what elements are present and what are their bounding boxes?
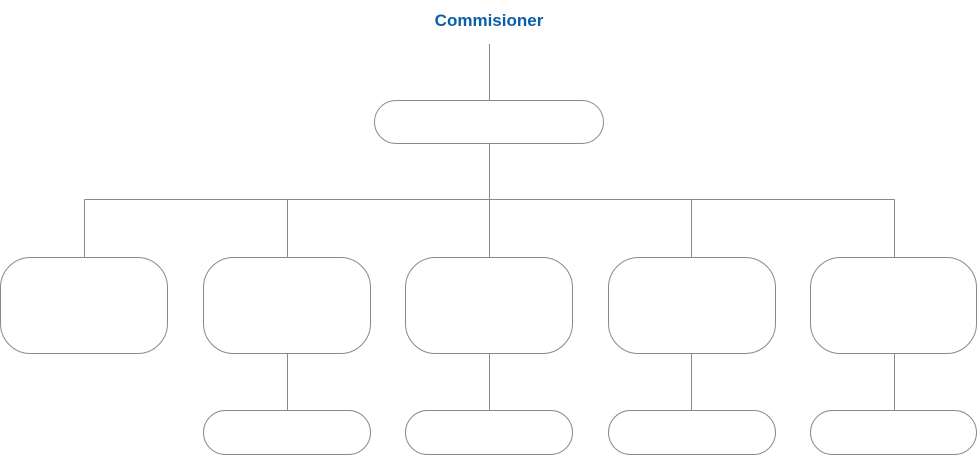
node-division-2[interactable] — [203, 257, 371, 354]
node-division-5[interactable] — [810, 257, 977, 354]
node-deputy[interactable] — [374, 100, 604, 144]
chart-title: Commisioner — [434, 11, 544, 30]
connector-lines — [84, 44, 895, 410]
node-unit-3[interactable] — [405, 410, 573, 455]
node-division-4[interactable] — [608, 257, 776, 354]
node-division-3[interactable] — [405, 257, 573, 354]
node-division-1[interactable] — [0, 257, 168, 354]
node-unit-2[interactable] — [203, 410, 371, 455]
node-unit-4[interactable] — [608, 410, 776, 455]
node-unit-5[interactable] — [810, 410, 977, 455]
node-boxes — [0, 100, 977, 455]
